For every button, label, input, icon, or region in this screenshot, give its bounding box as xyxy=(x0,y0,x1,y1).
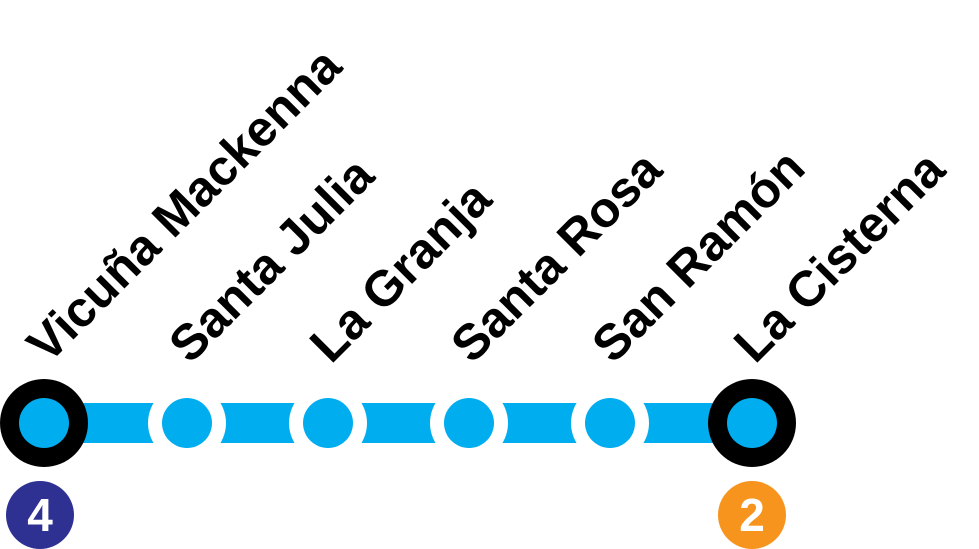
station-dot xyxy=(19,398,69,448)
badge-number: 2 xyxy=(739,489,765,541)
badge-number: 4 xyxy=(27,489,53,541)
station-marker-vicuna-mackenna[interactable] xyxy=(0,379,88,467)
badge-circle xyxy=(718,481,786,549)
station-marker-la-cisterna[interactable] xyxy=(708,379,796,467)
station-dot xyxy=(303,398,353,448)
station-dot xyxy=(585,398,635,448)
station-marker-san-ramon[interactable] xyxy=(571,384,649,462)
transfer-badge-line-4[interactable]: 4 xyxy=(6,481,74,549)
station-marker-la-granja[interactable] xyxy=(289,384,367,462)
station-marker-santa-rosa[interactable] xyxy=(430,384,508,462)
transfer-badge-line-2[interactable]: 2 xyxy=(718,481,786,549)
station-dot xyxy=(444,398,494,448)
badge-circle xyxy=(6,481,74,549)
station-dot xyxy=(162,398,212,448)
station-dot xyxy=(727,398,777,448)
station-marker-santa-julia[interactable] xyxy=(148,384,226,462)
